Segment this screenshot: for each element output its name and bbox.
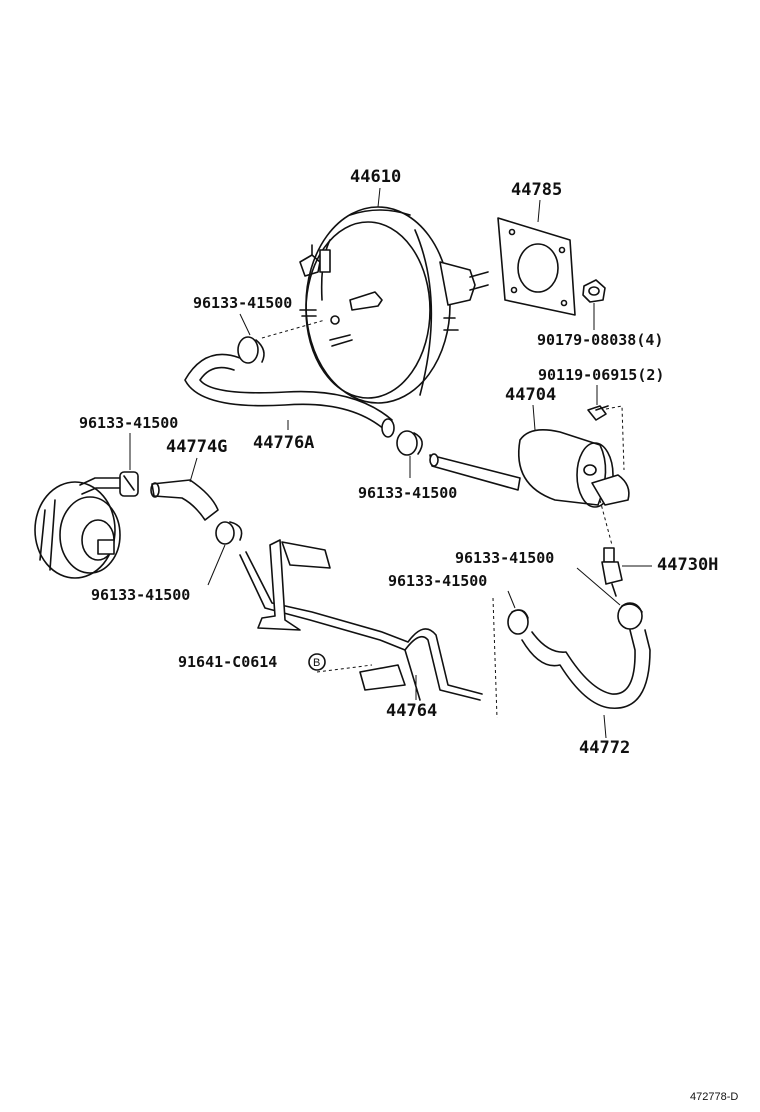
- marker-b-label: B: [313, 657, 320, 669]
- label-clamp-left-top: 96133-41500: [79, 414, 178, 432]
- label-clamp-top: 96133-41500: [193, 294, 292, 312]
- label-44785: 44785: [511, 180, 562, 200]
- hose-right[interactable]: [521, 629, 651, 709]
- label-clamp-right-a: 96133-41500: [455, 549, 554, 567]
- vacuum-pump[interactable]: [34, 477, 123, 579]
- hose-small[interactable]: [150, 479, 219, 521]
- vacuum-tank[interactable]: [429, 429, 630, 508]
- bolt[interactable]: [587, 405, 609, 421]
- label-44774G: 44774G: [166, 437, 227, 457]
- clamp-mid[interactable]: [396, 430, 423, 456]
- gasket[interactable]: [497, 217, 576, 316]
- clamp-top[interactable]: [237, 336, 265, 364]
- label-44730H: 44730H: [657, 555, 718, 575]
- diagram-id: 472778-D: [690, 1091, 738, 1103]
- label-nut: 90179-08038(4): [537, 331, 663, 349]
- label-clamp-mid: 96133-41500: [358, 484, 457, 502]
- clamp-right-a[interactable]: [617, 602, 643, 630]
- marker-b-icon: [308, 653, 326, 671]
- nut[interactable]: [582, 279, 606, 303]
- label-bolt: 90119-06915(2): [538, 366, 664, 384]
- hose-main[interactable]: [184, 353, 395, 438]
- label-44772: 44772: [579, 738, 630, 758]
- clamp-right-b[interactable]: [507, 609, 529, 635]
- label-44610: 44610: [350, 167, 401, 187]
- pipe-bracket[interactable]: [239, 539, 483, 701]
- check-valve[interactable]: [601, 547, 623, 597]
- label-44704: 44704: [505, 385, 556, 405]
- label-44776A: 44776A: [253, 433, 314, 453]
- brake-booster[interactable]: [299, 206, 489, 404]
- label-bracket-bolt: 91641-C0614: [178, 653, 277, 671]
- clamp-left-bottom[interactable]: [215, 521, 243, 545]
- clamp-left-top[interactable]: [119, 471, 139, 497]
- label-clamp-right-b: 96133-41500: [388, 572, 487, 590]
- label-clamp-left-bottom: 96133-41500: [91, 586, 190, 604]
- label-44764: 44764: [386, 701, 437, 721]
